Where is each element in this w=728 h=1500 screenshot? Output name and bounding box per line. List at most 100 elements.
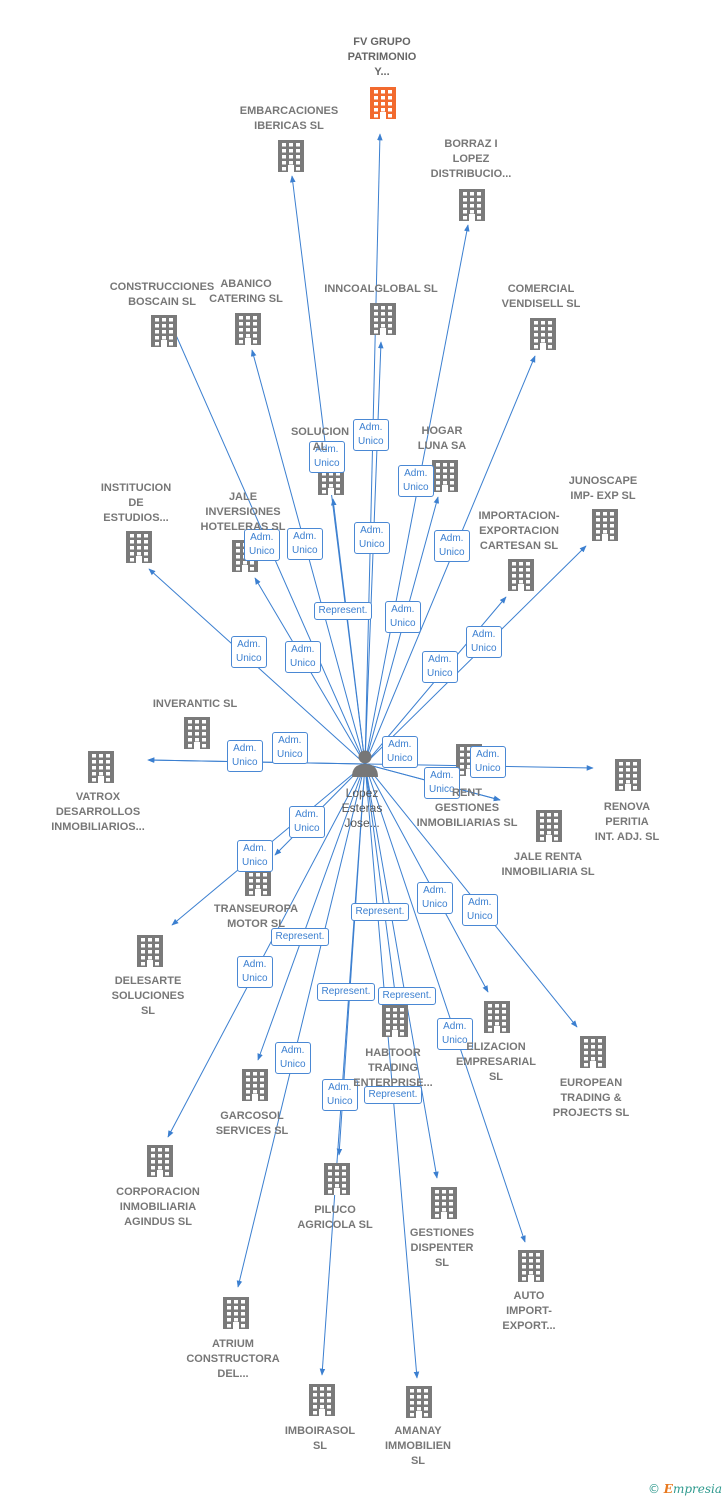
building-icon-institucion[interactable] [126,531,152,563]
building-icon-borraz[interactable] [459,189,485,221]
edge-auto [364,763,526,1243]
building-icon-construcciones[interactable] [151,315,177,347]
company-label-imboirasol[interactable]: IMBOIRASOL SL [284,1425,356,1452]
company-label-realizacion[interactable]: ELIZACION EMPRESARIAL SL [455,1041,537,1083]
company-label-vatrox[interactable]: VATROX DESARROLLOS INMOBILIARIOS... [51,791,145,833]
company-label-jale_renta[interactable]: JALE RENTA INMOBILIARIA SL [501,851,595,878]
building-icon-amanay[interactable] [406,1386,432,1418]
building-icon-abanico[interactable] [235,313,261,345]
edge-label-importacion[interactable]: Adm. Unico [466,626,502,658]
edge-label-abanico[interactable]: Adm. Unico [287,528,323,560]
edge-imboirasol [319,763,366,1376]
company-label-solucion[interactable]: SOLUCION AL [290,426,350,453]
company-label-corporacion[interactable]: CORPORACION INMOBILIARIA AGINDUS SL [116,1186,200,1228]
company-label-transeuropa[interactable]: TRANSEUROPA MOTOR SL [213,903,299,930]
edge-label-imboirasol[interactable]: Adm. Unico [322,1079,358,1111]
company-label-jale_inv[interactable]: JALE INVERSIONES HOTELERAS SL [200,491,286,533]
edge-label-garcosol[interactable]: Represent. [270,928,330,946]
company-label-gestiones_disp[interactable]: GESTIONES DISPENTER SL [409,1227,475,1269]
edge-label-auto[interactable]: Adm. Unico [437,1018,473,1050]
company-label-auto[interactable]: AUTO IMPORT- EXPORT... [502,1290,556,1332]
company-label-european[interactable]: EUROPEAN TRADING & PROJECTS SL [552,1077,630,1119]
company-label-borraz[interactable]: BORRAZ I LOPEZ DISTRIBUCIO... [430,138,512,180]
edge-label-comercial[interactable]: Adm. Unico [434,530,470,562]
building-icon-atrium[interactable] [223,1297,249,1329]
company-label-junoscape[interactable]: JUNOSCAPE IMP- EXP SL [568,475,638,502]
edge-label-realizacion[interactable]: Adm. Unico [417,882,453,914]
brand-initial: E [663,1482,673,1496]
company-label-inncoal[interactable]: INNCOALGLOBAL SL [324,283,438,295]
edge-label-renova[interactable]: Adm. Unico [470,746,506,778]
building-icon-hogar[interactable] [432,460,458,492]
company-label-garcosol[interactable]: GARCOSOL SERVICES SL [215,1110,289,1137]
edge-label-borraz[interactable]: Adm. Unico [398,465,434,497]
edge-label-atrium[interactable]: Adm. Unico [275,1042,311,1074]
building-icon-jale_renta[interactable] [536,810,562,842]
company-label-gestiones_inm[interactable]: RENT GESTIONES INMOBILIARIAS SL [416,787,518,829]
edge-amanay [364,763,420,1379]
building-icon-auto[interactable] [518,1250,544,1282]
edge-label-inverantic[interactable]: Adm. Unico [227,740,263,772]
edge-label-institucion[interactable]: Adm. Unico [231,636,267,668]
company-label-construcciones[interactable]: CONSTRUCCIONES BOSCAIN SL [109,281,215,308]
building-icon-vatrox[interactable] [88,751,114,783]
edge-label-jale_inv[interactable]: Adm. Unico [285,641,321,673]
edge-label-transeuropa[interactable]: Adm. Unico [289,806,325,838]
building-icon-european[interactable] [580,1036,606,1068]
edge-solucion [330,498,366,765]
company-label-inverantic[interactable]: INVERANTIC SL [152,698,238,710]
company-label-comercial[interactable]: COMERCIAL VENDISELL SL [501,283,581,310]
edge-label-european[interactable]: Adm. Unico [462,894,498,926]
edge-label-embarcaciones[interactable]: Adm. Unico [309,441,345,473]
building-icon-gestiones_disp[interactable] [431,1187,457,1219]
building-icon-fv[interactable] [370,87,396,119]
edge-label-inncoal[interactable]: Adm. Unico [354,522,390,554]
edge-label-fv[interactable]: Adm. Unico [353,419,389,451]
building-icon-corporacion[interactable] [147,1145,173,1177]
edge-label-delesarte[interactable]: Adm. Unico [237,840,273,872]
edge-label-amanay[interactable]: Represent. [363,1086,423,1104]
building-icon-realizacion[interactable] [484,1001,510,1033]
edge-realizacion [364,763,489,993]
company-label-delesarte[interactable]: DELESARTE SOLUCIONES SL [111,975,185,1017]
edge-garcosol [257,763,366,1061]
edge-label-construcciones[interactable]: Adm. Unico [244,529,280,561]
company-label-renova[interactable]: RENOVA PERITIA INT. ADJ. SL [594,801,660,843]
building-icon-importacion[interactable] [508,559,534,591]
company-label-abanico[interactable]: ABANICO CATERING SL [209,278,283,305]
edge-label-gestiones_inm[interactable]: Adm. Unico [424,767,460,799]
edge-label-habtoor[interactable]: Represent. [377,987,437,1005]
edge-label-hogar[interactable]: Adm. Unico [385,601,421,633]
edge-label-vatrox[interactable]: Adm. Unico [272,732,308,764]
building-icon-imboirasol[interactable] [309,1384,335,1416]
edge-label-piluco[interactable]: Represent. [316,983,376,1001]
edge-label-corporacion[interactable]: Adm. Unico [237,956,273,988]
company-label-fv[interactable]: FV GRUPO PATRIMONIO Y... [347,36,417,78]
building-icon-garcosol[interactable] [242,1069,268,1101]
company-label-amanay[interactable]: AMANAY IMMOBILIEN SL [385,1425,451,1467]
building-icon-habtoor[interactable] [382,1005,408,1037]
building-icon-inverantic[interactable] [184,717,210,749]
building-icon-renova[interactable] [615,759,641,791]
building-icon-delesarte[interactable] [137,935,163,967]
company-label-embarcaciones[interactable]: EMBARCACIONES IBERICAS SL [239,105,339,132]
building-icon-piluco[interactable] [324,1163,350,1195]
building-icon-comercial[interactable] [530,318,556,350]
edge-label-gestiones_disp[interactable]: Represent. [350,903,410,921]
building-icon-inncoal[interactable] [370,303,396,335]
edge-label-junoscape[interactable]: Adm. Unico [422,651,458,683]
edge-label-solucion[interactable]: Represent. [313,602,373,620]
person-icon[interactable] [352,750,378,778]
company-label-habtoor[interactable]: HABTOOR TRADING ENTERPRISE... [353,1047,433,1089]
company-label-hogar[interactable]: HOGAR LUNA SA [417,425,467,452]
edge-label-jale_renta[interactable]: Adm. Unico [382,736,418,768]
company-label-piluco[interactable]: PILUCO AGRICOLA SL [297,1204,373,1231]
company-label-atrium[interactable]: ATRIUM CONSTRUCTORA DEL... [186,1338,280,1380]
company-label-institucion[interactable]: INSTITUCION DE ESTUDIOS... [100,482,172,524]
company-label-importacion[interactable]: IMPORTACION- EXPORTACION CARTESAN SL [478,510,560,552]
copyright-icon: © [647,1482,660,1496]
person-label[interactable]: Lopez Esteras Jose... [341,786,383,830]
building-icon-embarcaciones[interactable] [278,140,304,172]
building-icon-junoscape[interactable] [592,509,618,541]
